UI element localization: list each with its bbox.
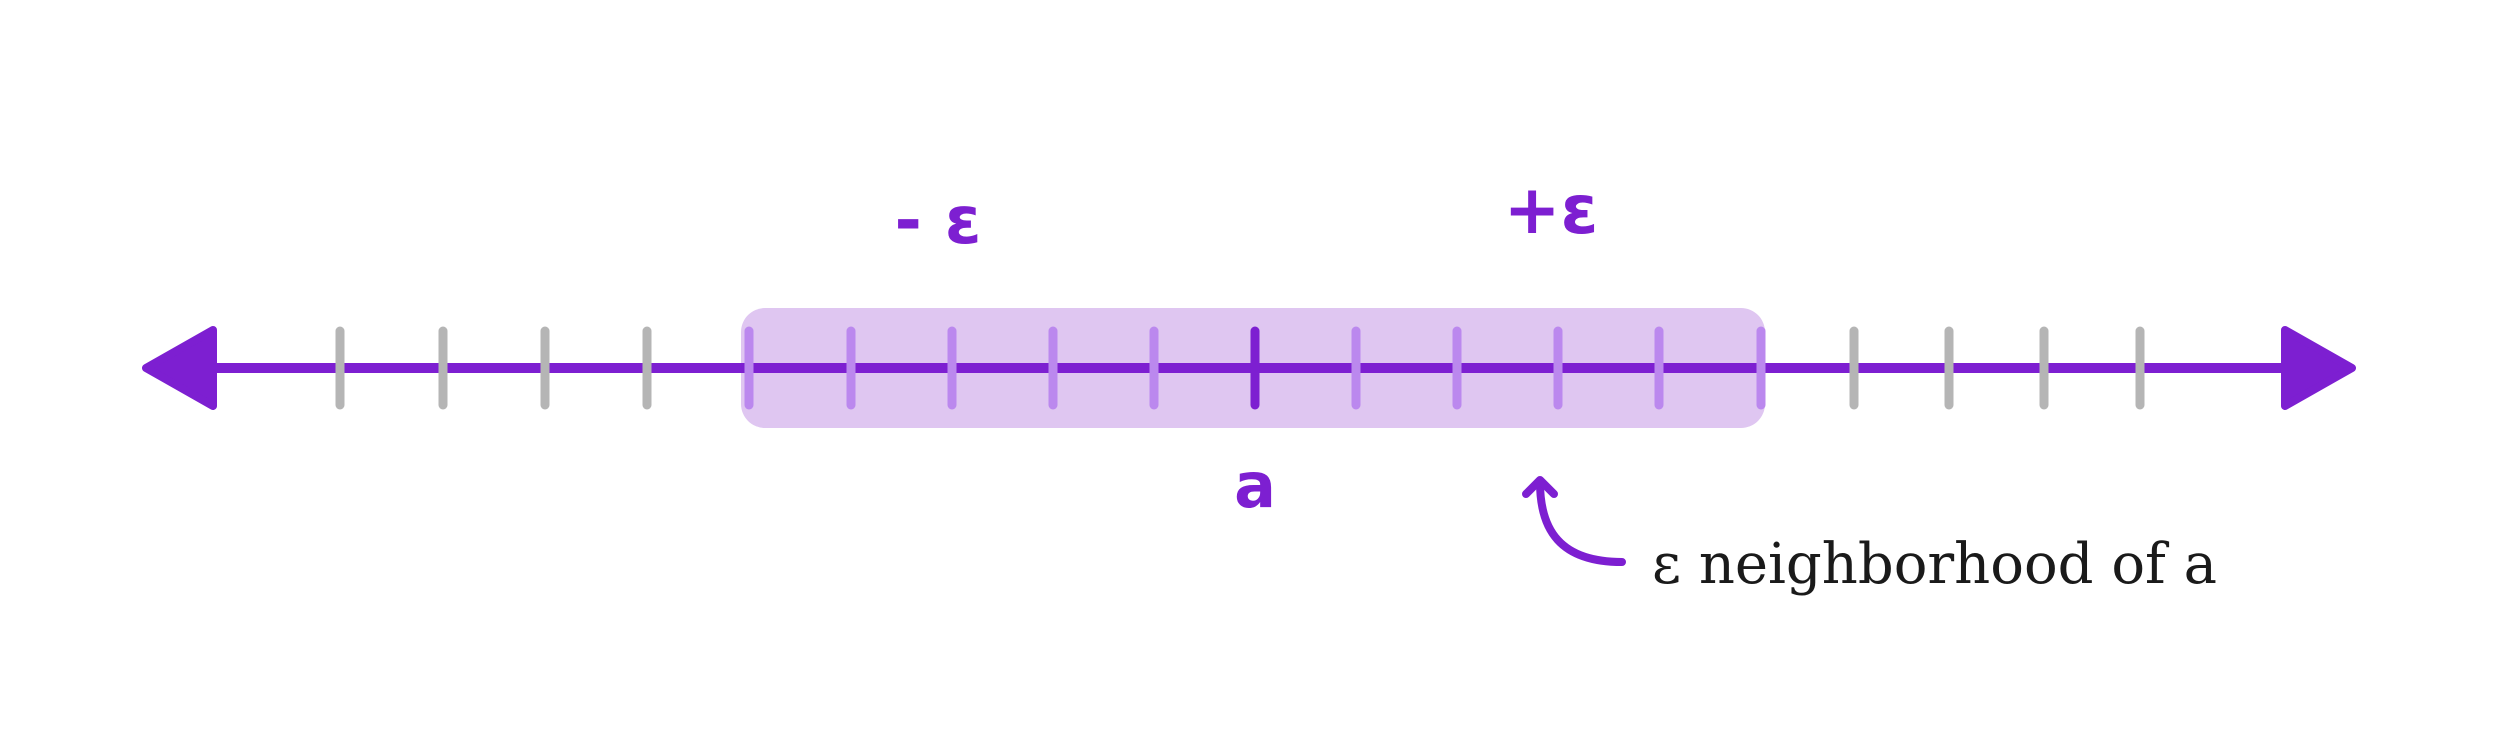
left-arrow-icon [142,326,217,410]
plus-epsilon-label: +ε [1504,171,1599,250]
neighborhood-caption: ε neighborhood of a [1652,532,2217,597]
minus-epsilon-label: - ε [894,182,981,259]
pointer-arrow-icon [1536,478,1626,566]
tick-marks [335,326,2145,410]
pointer-arrowhead-icon [1522,476,1558,498]
right-arrow-icon [2281,326,2356,410]
center-point-label: a [1234,449,1276,522]
